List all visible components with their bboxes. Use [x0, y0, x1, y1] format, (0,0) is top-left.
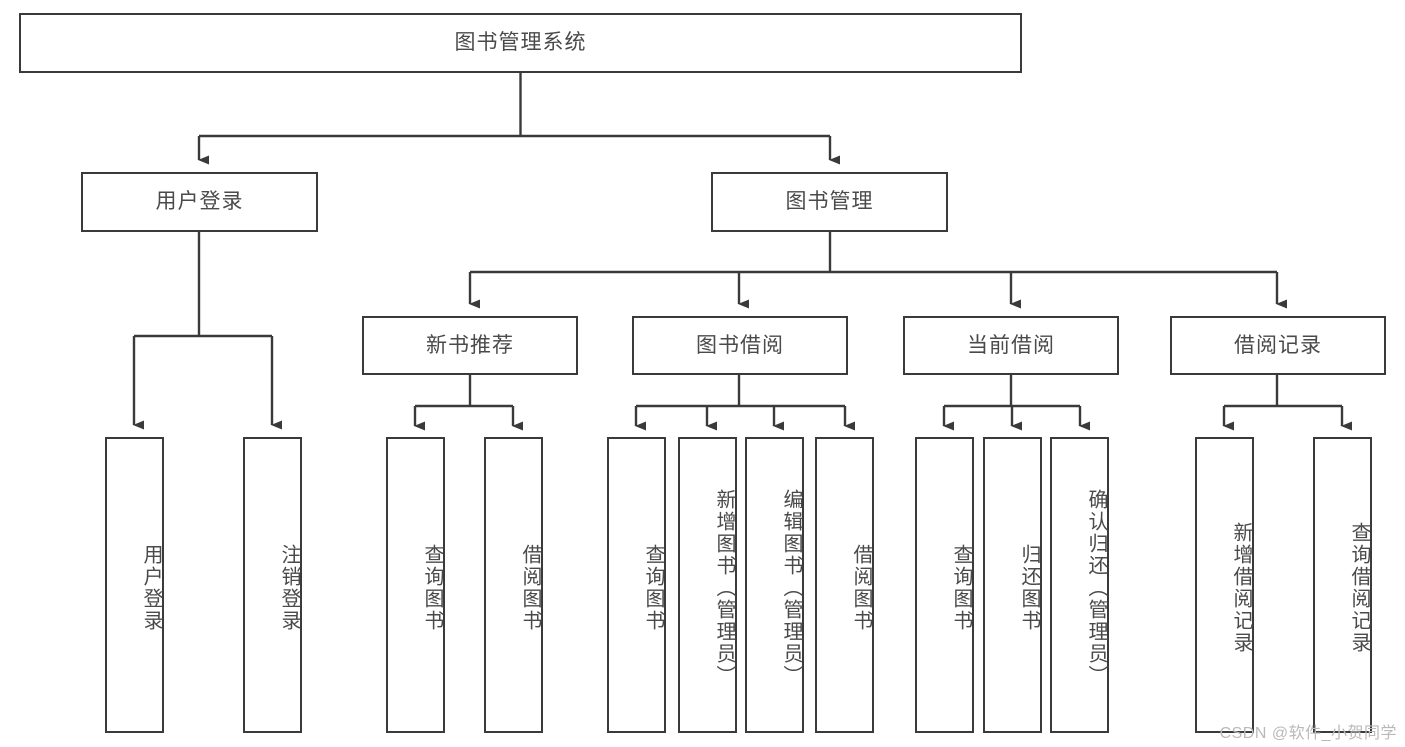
node-book-management-label: 图书管理 [785, 190, 874, 214]
leaf-borrow-record-2[interactable]: 查询借阅记录 [1313, 437, 1372, 733]
leaf-book-borrow-2[interactable]: 新增图书（管理员） [678, 437, 737, 733]
leaf-book-borrow-4-label: 借阅图书 [850, 544, 872, 632]
leaf-book-borrow-1-label: 查询图书 [642, 544, 664, 632]
leaf-book-borrow-2-label: 新增图书（管理员） [713, 489, 735, 687]
node-borrow-record[interactable]: 借阅记录 [1170, 316, 1386, 375]
leaf-current-borrow-2-label: 归还图书 [1018, 544, 1040, 632]
leaf-user-login-1[interactable]: 用户登录 [105, 437, 164, 733]
leaf-book-borrow-4[interactable]: 借阅图书 [815, 437, 874, 733]
leaf-borrow-record-1[interactable]: 新增借阅记录 [1195, 437, 1254, 733]
leaf-user-login-1-label: 用户登录 [140, 544, 162, 632]
node-new-book-recommend-label: 新书推荐 [426, 333, 514, 357]
node-book-management[interactable]: 图书管理 [711, 172, 948, 232]
leaf-current-borrow-1[interactable]: 查询图书 [915, 437, 974, 733]
leaf-new-book-1-label: 查询图书 [421, 544, 443, 632]
node-book-borrow[interactable]: 图书借阅 [632, 316, 848, 375]
node-user-login[interactable]: 用户登录 [81, 172, 318, 232]
node-book-borrow-label: 图书借阅 [696, 333, 784, 357]
leaf-borrow-record-1-label: 新增借阅记录 [1230, 522, 1252, 654]
node-user-login-label: 用户登录 [155, 190, 244, 214]
node-current-borrow-label: 当前借阅 [967, 333, 1055, 357]
leaf-current-borrow-1-label: 查询图书 [950, 544, 972, 632]
leaf-current-borrow-2[interactable]: 归还图书 [983, 437, 1042, 733]
node-current-borrow[interactable]: 当前借阅 [903, 316, 1119, 375]
leaf-book-borrow-1[interactable]: 查询图书 [607, 437, 666, 733]
node-borrow-record-label: 借阅记录 [1234, 333, 1322, 357]
watermark: CSDN @软件_小贺同学 [1219, 725, 1397, 742]
leaf-borrow-record-2-label: 查询借阅记录 [1348, 522, 1370, 654]
node-root-label: 图书管理系统 [454, 31, 587, 55]
leaf-new-book-2[interactable]: 借阅图书 [484, 437, 543, 733]
leaf-user-login-2-label: 注销登录 [278, 544, 300, 632]
leaf-new-book-1[interactable]: 查询图书 [386, 437, 445, 733]
leaf-book-borrow-3-label: 编辑图书（管理员） [780, 489, 802, 687]
leaf-new-book-2-label: 借阅图书 [519, 544, 541, 632]
leaf-user-login-2[interactable]: 注销登录 [243, 437, 302, 733]
node-new-book-recommend[interactable]: 新书推荐 [362, 316, 578, 375]
leaf-current-borrow-3[interactable]: 确认归还（管理员） [1050, 437, 1109, 733]
leaf-current-borrow-3-label: 确认归还（管理员） [1085, 489, 1107, 687]
leaf-book-borrow-3[interactable]: 编辑图书（管理员） [745, 437, 804, 733]
node-root[interactable]: 图书管理系统 [19, 13, 1022, 73]
